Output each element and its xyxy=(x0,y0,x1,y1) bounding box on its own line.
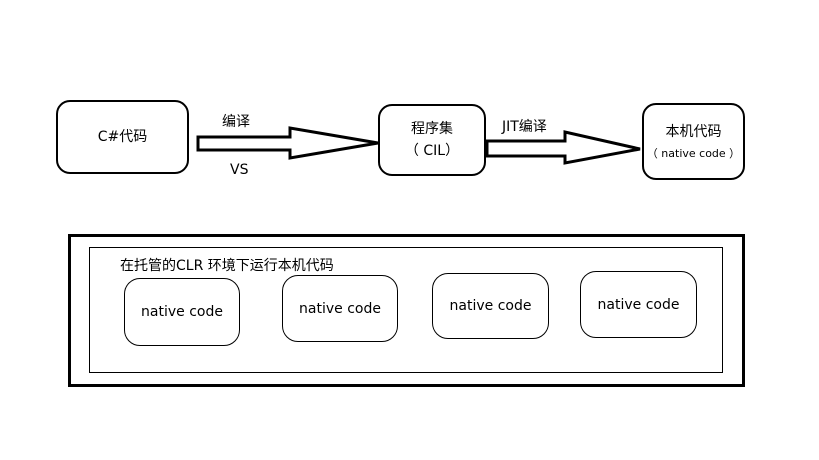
csharp-code-box: C#代码 xyxy=(56,100,189,174)
jit-compile-label: JIT编译 xyxy=(502,119,547,135)
jit-arrow xyxy=(485,130,641,165)
native-code-block-4: native code xyxy=(580,271,697,338)
native-code-block-label: native code xyxy=(449,298,532,314)
assembly-box: 程序集 （ CIL） xyxy=(378,104,486,176)
native-code-block-label: native code xyxy=(597,296,680,313)
native-code-box: 本机代码 （ native code ） xyxy=(642,103,745,180)
clr-runtime-title: 在托管的CLR 环境下运行本机代码 xyxy=(120,258,334,274)
assembly-label: 程序集 xyxy=(411,121,453,137)
compile-label: 编译 xyxy=(222,114,250,130)
native-code-block-1: native code xyxy=(124,278,240,346)
native-code-block-2: native code xyxy=(282,275,398,342)
native-code-label: 本机代码 xyxy=(665,123,722,140)
native-code-block-3: native code xyxy=(432,273,549,339)
clr-runtime-outer-frame xyxy=(68,234,745,387)
native-code-block-label: native code xyxy=(299,300,381,317)
native-code-block-label: native code xyxy=(141,304,223,320)
assembly-cil-label: （ CIL） xyxy=(404,143,460,159)
clr-runtime-inner-frame xyxy=(89,247,723,373)
csharp-code-label: C#代码 xyxy=(97,129,148,145)
compile-arrow xyxy=(196,126,379,160)
native-code-sub-label: （ native code ） xyxy=(646,146,741,160)
compile-tool-label: VS xyxy=(230,162,249,178)
